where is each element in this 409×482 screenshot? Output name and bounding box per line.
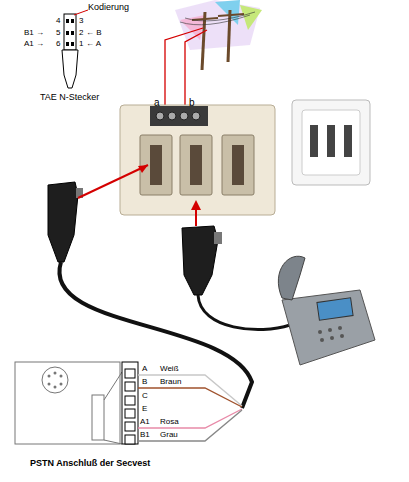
part-label: 6 — [56, 39, 60, 49]
part-label: E — [142, 404, 147, 414]
part-label: ← A — [86, 39, 101, 49]
figure-caption: PSTN Anschluß der Secvest — [30, 458, 150, 468]
part-label: 4 — [56, 16, 60, 26]
part-label: Kodierung — [88, 2, 129, 12]
part-label: Grau — [160, 430, 178, 440]
part-label: A1 — [140, 417, 150, 427]
part-label: Weiß — [160, 364, 179, 374]
part-label: TAE N-Stecker — [40, 92, 99, 102]
part-label: Braun — [160, 377, 181, 387]
part-label: B — [142, 377, 147, 387]
part-label: B1 → — [24, 28, 44, 38]
part-label: A1 → — [24, 39, 44, 49]
part-label: 3 — [79, 16, 83, 26]
part-label: ← B — [86, 28, 102, 38]
part-label: 5 — [56, 28, 60, 38]
part-label: 1 — [79, 39, 83, 49]
part-label: 2 — [79, 28, 83, 38]
part-label: C — [142, 391, 148, 401]
part-label: b — [189, 98, 195, 108]
part-label: B1 — [140, 430, 150, 440]
part-label: A — [142, 364, 147, 374]
part-label: a — [154, 98, 160, 108]
part-label: Rosa — [160, 417, 179, 427]
